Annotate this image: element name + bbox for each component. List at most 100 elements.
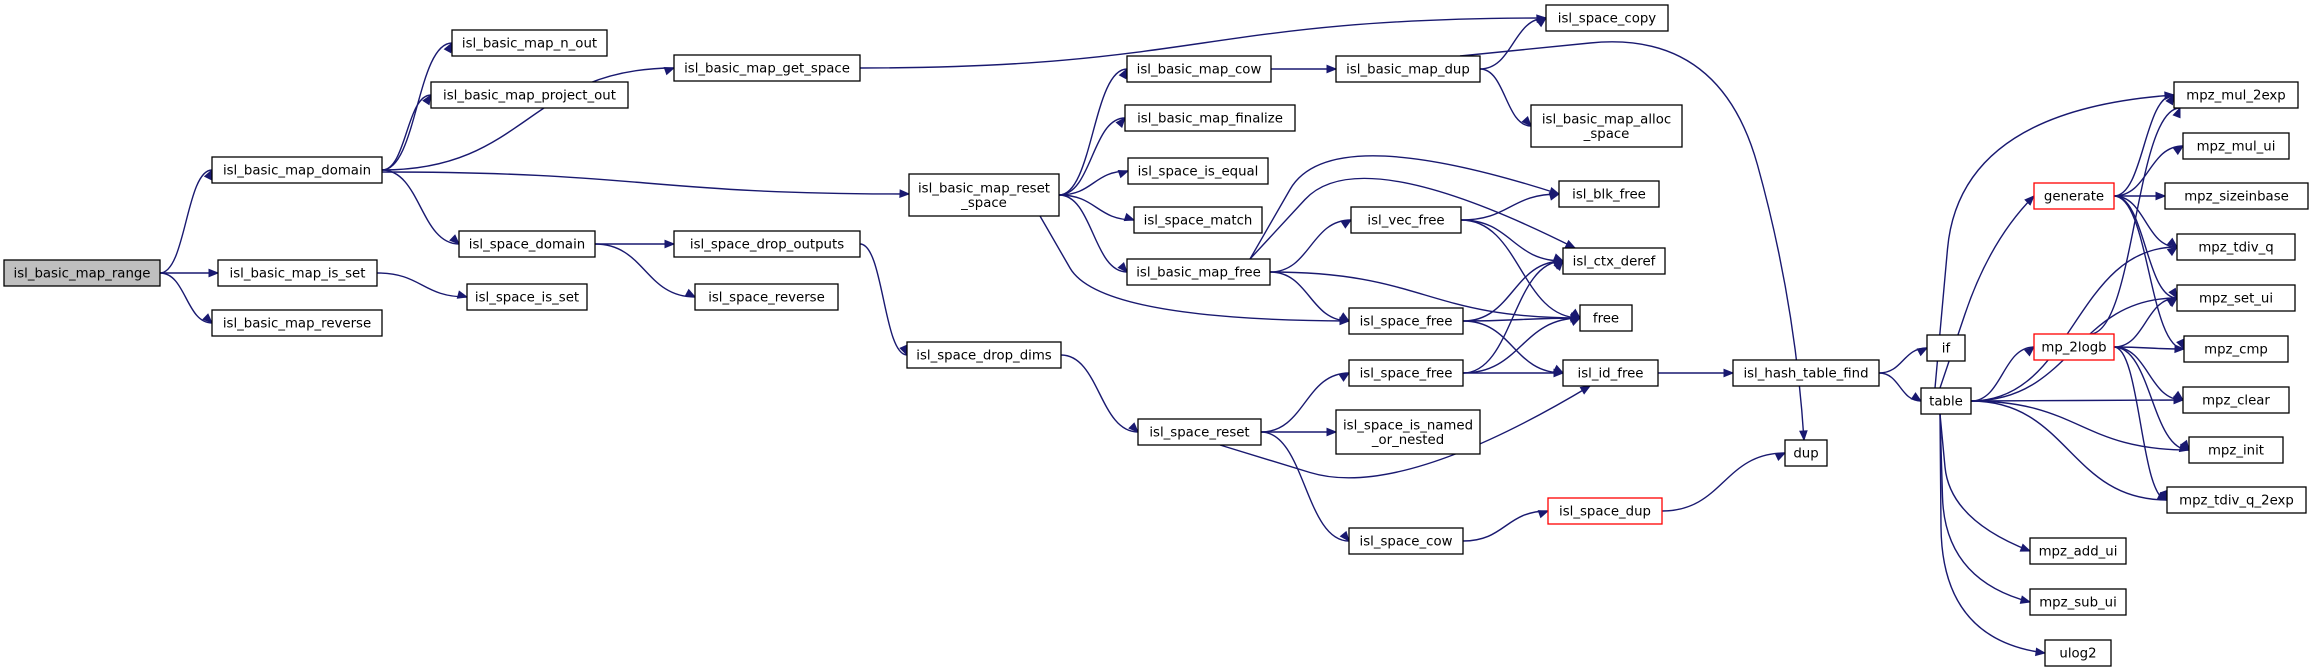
function-node-add-ui[interactable]: mpz_add_ui xyxy=(2029,537,2127,565)
call-edge xyxy=(1970,246,2179,402)
function-node-space-dup[interactable]: isl_space_dup xyxy=(1547,497,1663,525)
function-node-n-out[interactable]: isl_basic_map_n_out xyxy=(451,29,608,57)
node-label: mpz_add_ui xyxy=(2039,545,2118,560)
function-node-blk-free[interactable]: isl_blk_free xyxy=(1558,180,1660,208)
edge-line xyxy=(1058,194,1135,221)
edge-line xyxy=(594,243,696,298)
node-label: mpz_cmp xyxy=(2204,343,2268,358)
edge-line xyxy=(2089,107,2181,335)
edge-line xyxy=(1269,219,1352,273)
arrow-head xyxy=(1326,427,1338,437)
function-node-clear[interactable]: mpz_clear xyxy=(2182,386,2290,414)
function-node-space-free-a[interactable]: isl_space_free xyxy=(1348,307,1464,335)
node-box xyxy=(1124,104,1296,132)
function-node-domain[interactable]: isl_basic_map_domain xyxy=(211,156,383,184)
function-node-hash-find[interactable]: isl_hash_table_find xyxy=(1732,359,1880,387)
function-node-map-cow[interactable]: isl_basic_map_cow xyxy=(1126,55,1272,83)
function-node-get-space[interactable]: isl_basic_map_get_space xyxy=(673,54,861,82)
edge-line xyxy=(1970,400,2190,451)
function-node-sub-ui[interactable]: mpz_sub_ui xyxy=(2029,588,2127,616)
function-node-named-nested[interactable]: isl_space_is_named_or_nested xyxy=(1335,409,1481,455)
function-node-id-free[interactable]: isl_id_free xyxy=(1562,359,1659,387)
function-node-space-free-b[interactable]: isl_space_free xyxy=(1348,359,1464,387)
function-node-sizeinbase[interactable]: mpz_sizeinbase xyxy=(2164,182,2309,210)
function-node-project-out[interactable]: isl_basic_map_project_out xyxy=(430,81,629,109)
function-node-cmp[interactable]: mpz_cmp xyxy=(2183,335,2289,363)
function-node-mul-ui[interactable]: mpz_mul_ui xyxy=(2182,132,2290,160)
call-edge xyxy=(1460,219,1582,319)
edge-line xyxy=(1939,413,2046,654)
function-node-ulog2[interactable]: ulog2 xyxy=(2044,639,2112,667)
function-node-space-reverse[interactable]: isl_space_reverse xyxy=(694,283,839,311)
node-label: _or_nested xyxy=(1371,433,1444,448)
call-edge xyxy=(1479,17,1548,70)
edge-line xyxy=(1058,117,1126,196)
node-label: table xyxy=(1929,395,1963,410)
node-label: isl_basic_map_reset xyxy=(918,181,1050,196)
function-node-space-cow[interactable]: isl_space_cow xyxy=(1348,527,1464,555)
arrow-head xyxy=(1537,510,1550,519)
edge-line xyxy=(381,94,432,171)
function-node-generate[interactable]: generate xyxy=(2033,182,2115,210)
function-node-space-is-set[interactable]: isl_space_is_set xyxy=(466,283,588,311)
function-node-is-set[interactable]: isl_basic_map_is_set xyxy=(217,259,378,287)
edge-line xyxy=(381,67,675,171)
node-box xyxy=(211,156,383,184)
function-node-if[interactable]: if xyxy=(1926,334,1966,362)
arrow-head xyxy=(1521,116,1532,128)
function-node-finalize[interactable]: isl_basic_map_finalize xyxy=(1124,104,1296,132)
function-node-ctx-deref[interactable]: isl_ctx_deref xyxy=(1562,247,1666,275)
call-edge xyxy=(1269,271,1351,322)
node-box xyxy=(694,283,839,311)
function-node-is-equal[interactable]: isl_space_is_equal xyxy=(1127,157,1269,185)
function-node-map-dup[interactable]: isl_basic_map_dup xyxy=(1335,55,1481,83)
function-node-reverse[interactable]: isl_basic_map_reverse xyxy=(211,309,383,337)
call-edge xyxy=(1060,354,1139,433)
call-edge xyxy=(160,268,220,278)
function-node-reset-space[interactable]: isl_basic_map_reset_space xyxy=(908,173,1060,217)
function-node-table[interactable]: table xyxy=(1920,387,1972,415)
arrow-head xyxy=(1338,372,1351,382)
node-label: isl_space_reset xyxy=(1149,426,1249,441)
edge-line xyxy=(1970,246,2178,402)
function-node-dup[interactable]: dup xyxy=(1784,439,1828,467)
function-node-range[interactable]: isl_basic_map_range xyxy=(3,259,161,287)
node-box xyxy=(451,29,608,57)
node-box xyxy=(217,259,378,287)
function-node-match[interactable]: isl_space_match xyxy=(1133,206,1263,234)
node-label: isl_basic_map_domain xyxy=(223,164,371,179)
node-box xyxy=(908,173,1060,217)
function-node-tdiv-q-2exp[interactable]: mpz_tdiv_q_2exp xyxy=(2166,486,2307,514)
call-edge xyxy=(1058,67,1128,196)
arrow-head xyxy=(1799,430,1808,442)
edge-line xyxy=(159,272,213,324)
arrow-head xyxy=(1916,347,1929,357)
function-node-init[interactable]: mpz_init xyxy=(2188,436,2284,464)
function-node-map-free[interactable]: isl_basic_map_free xyxy=(1126,258,1271,286)
edge-line xyxy=(1058,68,1128,196)
node-label: _space xyxy=(1583,127,1630,142)
function-node-mp-2logb[interactable]: mp_2logb xyxy=(2033,333,2115,361)
node-box xyxy=(1732,359,1880,387)
function-node-space-reset[interactable]: isl_space_reset xyxy=(1137,418,1262,446)
call-edge xyxy=(1939,195,2035,389)
function-node-space-copy[interactable]: isl_space_copy xyxy=(1545,4,1669,32)
function-node-drop-dims[interactable]: isl_space_drop_dims xyxy=(906,341,1062,369)
node-label: isl_basic_map_dup xyxy=(1346,63,1470,78)
function-node-vec-free[interactable]: isl_vec_free xyxy=(1350,206,1462,234)
node-box xyxy=(1784,439,1828,467)
edge-line xyxy=(1460,193,1560,221)
function-node-drop-outputs[interactable]: isl_space_drop_outputs xyxy=(673,230,861,258)
node-label: isl_space_cow xyxy=(1360,535,1453,550)
function-node-set-ui[interactable]: mpz_set_ui xyxy=(2176,284,2296,312)
function-node-free[interactable]: free xyxy=(1579,304,1633,332)
function-node-alloc-space[interactable]: isl_basic_map_alloc_space xyxy=(1530,104,1683,148)
node-box xyxy=(906,341,1062,369)
arrow-head xyxy=(422,93,432,106)
function-node-tdiv-q[interactable]: mpz_tdiv_q xyxy=(2176,233,2296,261)
function-node-space-domain[interactable]: isl_space_domain xyxy=(458,230,596,258)
function-node-mul-2exp[interactable]: mpz_mul_2exp xyxy=(2173,81,2299,109)
node-label: mpz_sub_ui xyxy=(2039,596,2117,611)
call-edge xyxy=(1939,413,2047,657)
call-edge xyxy=(2113,297,2179,348)
